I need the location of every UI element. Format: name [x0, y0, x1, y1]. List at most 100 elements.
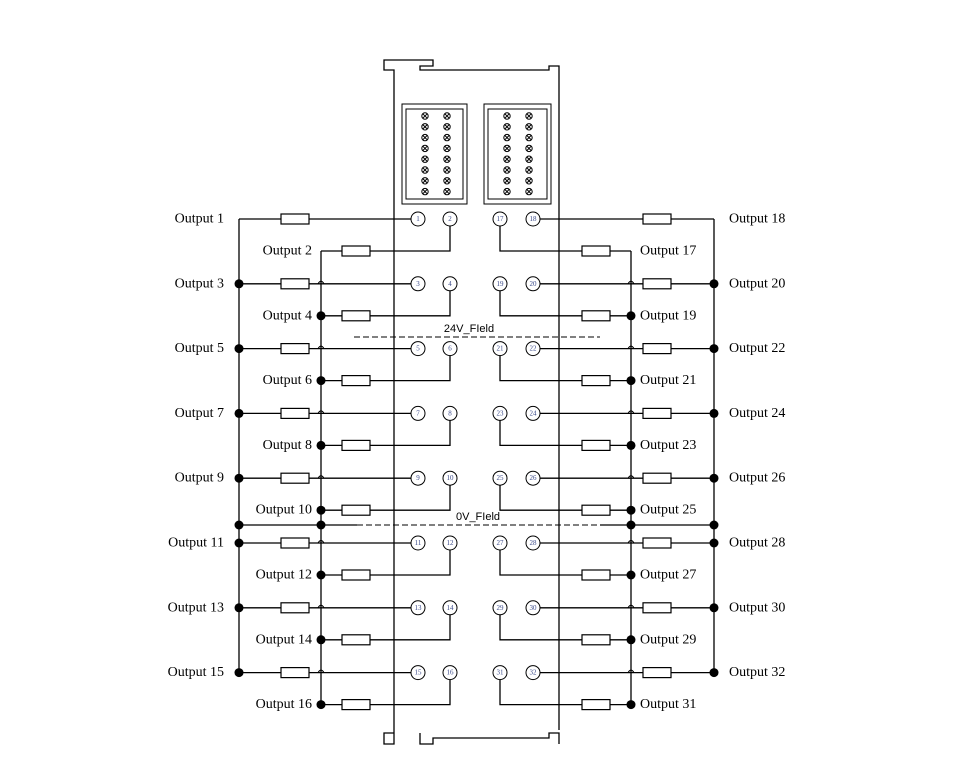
output-label: Output 15: [168, 665, 224, 680]
wire-crossover: [317, 475, 325, 479]
terminal-16[interactable]: 16: [442, 665, 458, 681]
terminal-circle[interactable]: [442, 276, 458, 292]
terminal-circle[interactable]: [410, 535, 426, 551]
terminal-21[interactable]: 21: [492, 341, 508, 357]
output-label: Output 18: [729, 212, 785, 227]
terminal-circle[interactable]: [492, 665, 508, 681]
terminal-24[interactable]: 24: [525, 405, 541, 421]
terminal-circle[interactable]: [410, 405, 426, 421]
terminal-circle[interactable]: [410, 276, 426, 292]
terminal-27[interactable]: 27: [492, 535, 508, 551]
terminal-circle[interactable]: [410, 665, 426, 681]
terminal-10[interactable]: 10: [442, 470, 458, 486]
led-icon: [503, 133, 511, 142]
output-label: Output 23: [640, 438, 696, 453]
terminal-circle[interactable]: [442, 341, 458, 357]
terminal-30[interactable]: 30: [525, 600, 541, 616]
terminal-circle[interactable]: [492, 341, 508, 357]
terminal-6[interactable]: 6: [442, 341, 458, 357]
led-block-frame: [483, 103, 552, 205]
terminal-26[interactable]: 26: [525, 470, 541, 486]
terminal-18[interactable]: 18: [525, 211, 541, 227]
terminal-circle[interactable]: [525, 405, 541, 421]
terminal-circle[interactable]: [525, 211, 541, 227]
terminal-3[interactable]: 3: [410, 276, 426, 292]
output-label: Output 20: [729, 276, 785, 291]
terminal-circle[interactable]: [410, 600, 426, 616]
resistor-icon: [581, 634, 611, 646]
led-icon: [525, 187, 533, 196]
terminal-32[interactable]: 32: [525, 665, 541, 681]
terminal-circle[interactable]: [525, 470, 541, 486]
terminal-number: 26: [530, 474, 538, 482]
terminal-number: 32: [530, 669, 538, 677]
junction-dot: [709, 668, 719, 678]
terminal-circle[interactable]: [442, 405, 458, 421]
output-label: Output 32: [729, 665, 785, 680]
terminal-circle[interactable]: [442, 211, 458, 227]
terminal-circle[interactable]: [442, 600, 458, 616]
junction-dot: [234, 279, 244, 289]
terminal-15[interactable]: 15: [410, 665, 426, 681]
terminal-circle[interactable]: [525, 535, 541, 551]
output-label: Output 21: [640, 373, 696, 388]
terminal-14[interactable]: 14: [442, 600, 458, 616]
output-label: Output 1: [175, 212, 224, 227]
resistor-icon: [341, 245, 371, 257]
terminal-4[interactable]: 4: [442, 276, 458, 292]
terminal-1[interactable]: 1: [410, 211, 426, 227]
resistor-icon: [642, 602, 672, 614]
terminal-8[interactable]: 8: [442, 405, 458, 421]
led-icon: [503, 187, 511, 196]
resistor-icon: [642, 343, 672, 355]
wire-crossover: [317, 280, 325, 285]
terminal-circle[interactable]: [525, 665, 541, 681]
terminal-7[interactable]: 7: [410, 405, 426, 421]
terminal-13[interactable]: 13: [410, 600, 426, 616]
junction-dot: [626, 505, 636, 515]
terminal-19[interactable]: 19: [492, 276, 508, 292]
output-label: Output 11: [168, 536, 224, 551]
junction-dot: [626, 440, 636, 450]
terminal-31[interactable]: 31: [492, 665, 508, 681]
terminal-circle[interactable]: [492, 470, 508, 486]
terminal-circle[interactable]: [410, 211, 426, 227]
terminal-number: 28: [530, 539, 538, 547]
terminal-circle[interactable]: [492, 535, 508, 551]
terminal-20[interactable]: 20: [525, 276, 541, 292]
power-buses: 24V_FIeld 0V_FIeld: [239, 323, 714, 526]
terminal-circle[interactable]: [492, 405, 508, 421]
terminal-5[interactable]: 5: [410, 341, 426, 357]
resistor-icon: [581, 439, 611, 451]
led-block-frame: [401, 103, 468, 205]
terminal-12[interactable]: 12: [442, 535, 458, 551]
terminal-number: 20: [530, 280, 538, 288]
terminal-circle[interactable]: [442, 665, 458, 681]
terminal-circle[interactable]: [492, 211, 508, 227]
terminal-circle[interactable]: [410, 341, 426, 357]
resistor-icon: [280, 602, 310, 614]
resistor-icon: [581, 698, 611, 711]
terminal-circle[interactable]: [492, 600, 508, 616]
terminal-circle[interactable]: [492, 276, 508, 292]
terminal-29[interactable]: 29: [492, 600, 508, 616]
output-label: Output 5: [175, 341, 224, 356]
terminal-circle[interactable]: [410, 470, 426, 486]
terminal-22[interactable]: 22: [525, 341, 541, 357]
terminal-circle[interactable]: [442, 470, 458, 486]
wire-crossover: [317, 345, 325, 349]
terminal-circle[interactable]: [525, 600, 541, 616]
terminal-circle[interactable]: [442, 535, 458, 551]
terminal-25[interactable]: 25: [492, 470, 508, 486]
terminal-23[interactable]: 23: [492, 405, 508, 421]
terminal-2[interactable]: 2: [442, 211, 458, 227]
terminal-11[interactable]: 11: [410, 535, 426, 551]
terminal-28[interactable]: 28: [525, 535, 541, 551]
terminal-9[interactable]: 9: [410, 470, 426, 486]
terminal-circle[interactable]: [525, 276, 541, 292]
terminal-17[interactable]: 17: [492, 211, 508, 227]
24v-bus-label: 24V_FIeld: [444, 323, 494, 335]
terminal-circle[interactable]: [525, 341, 541, 357]
resistor-icon: [341, 634, 371, 646]
